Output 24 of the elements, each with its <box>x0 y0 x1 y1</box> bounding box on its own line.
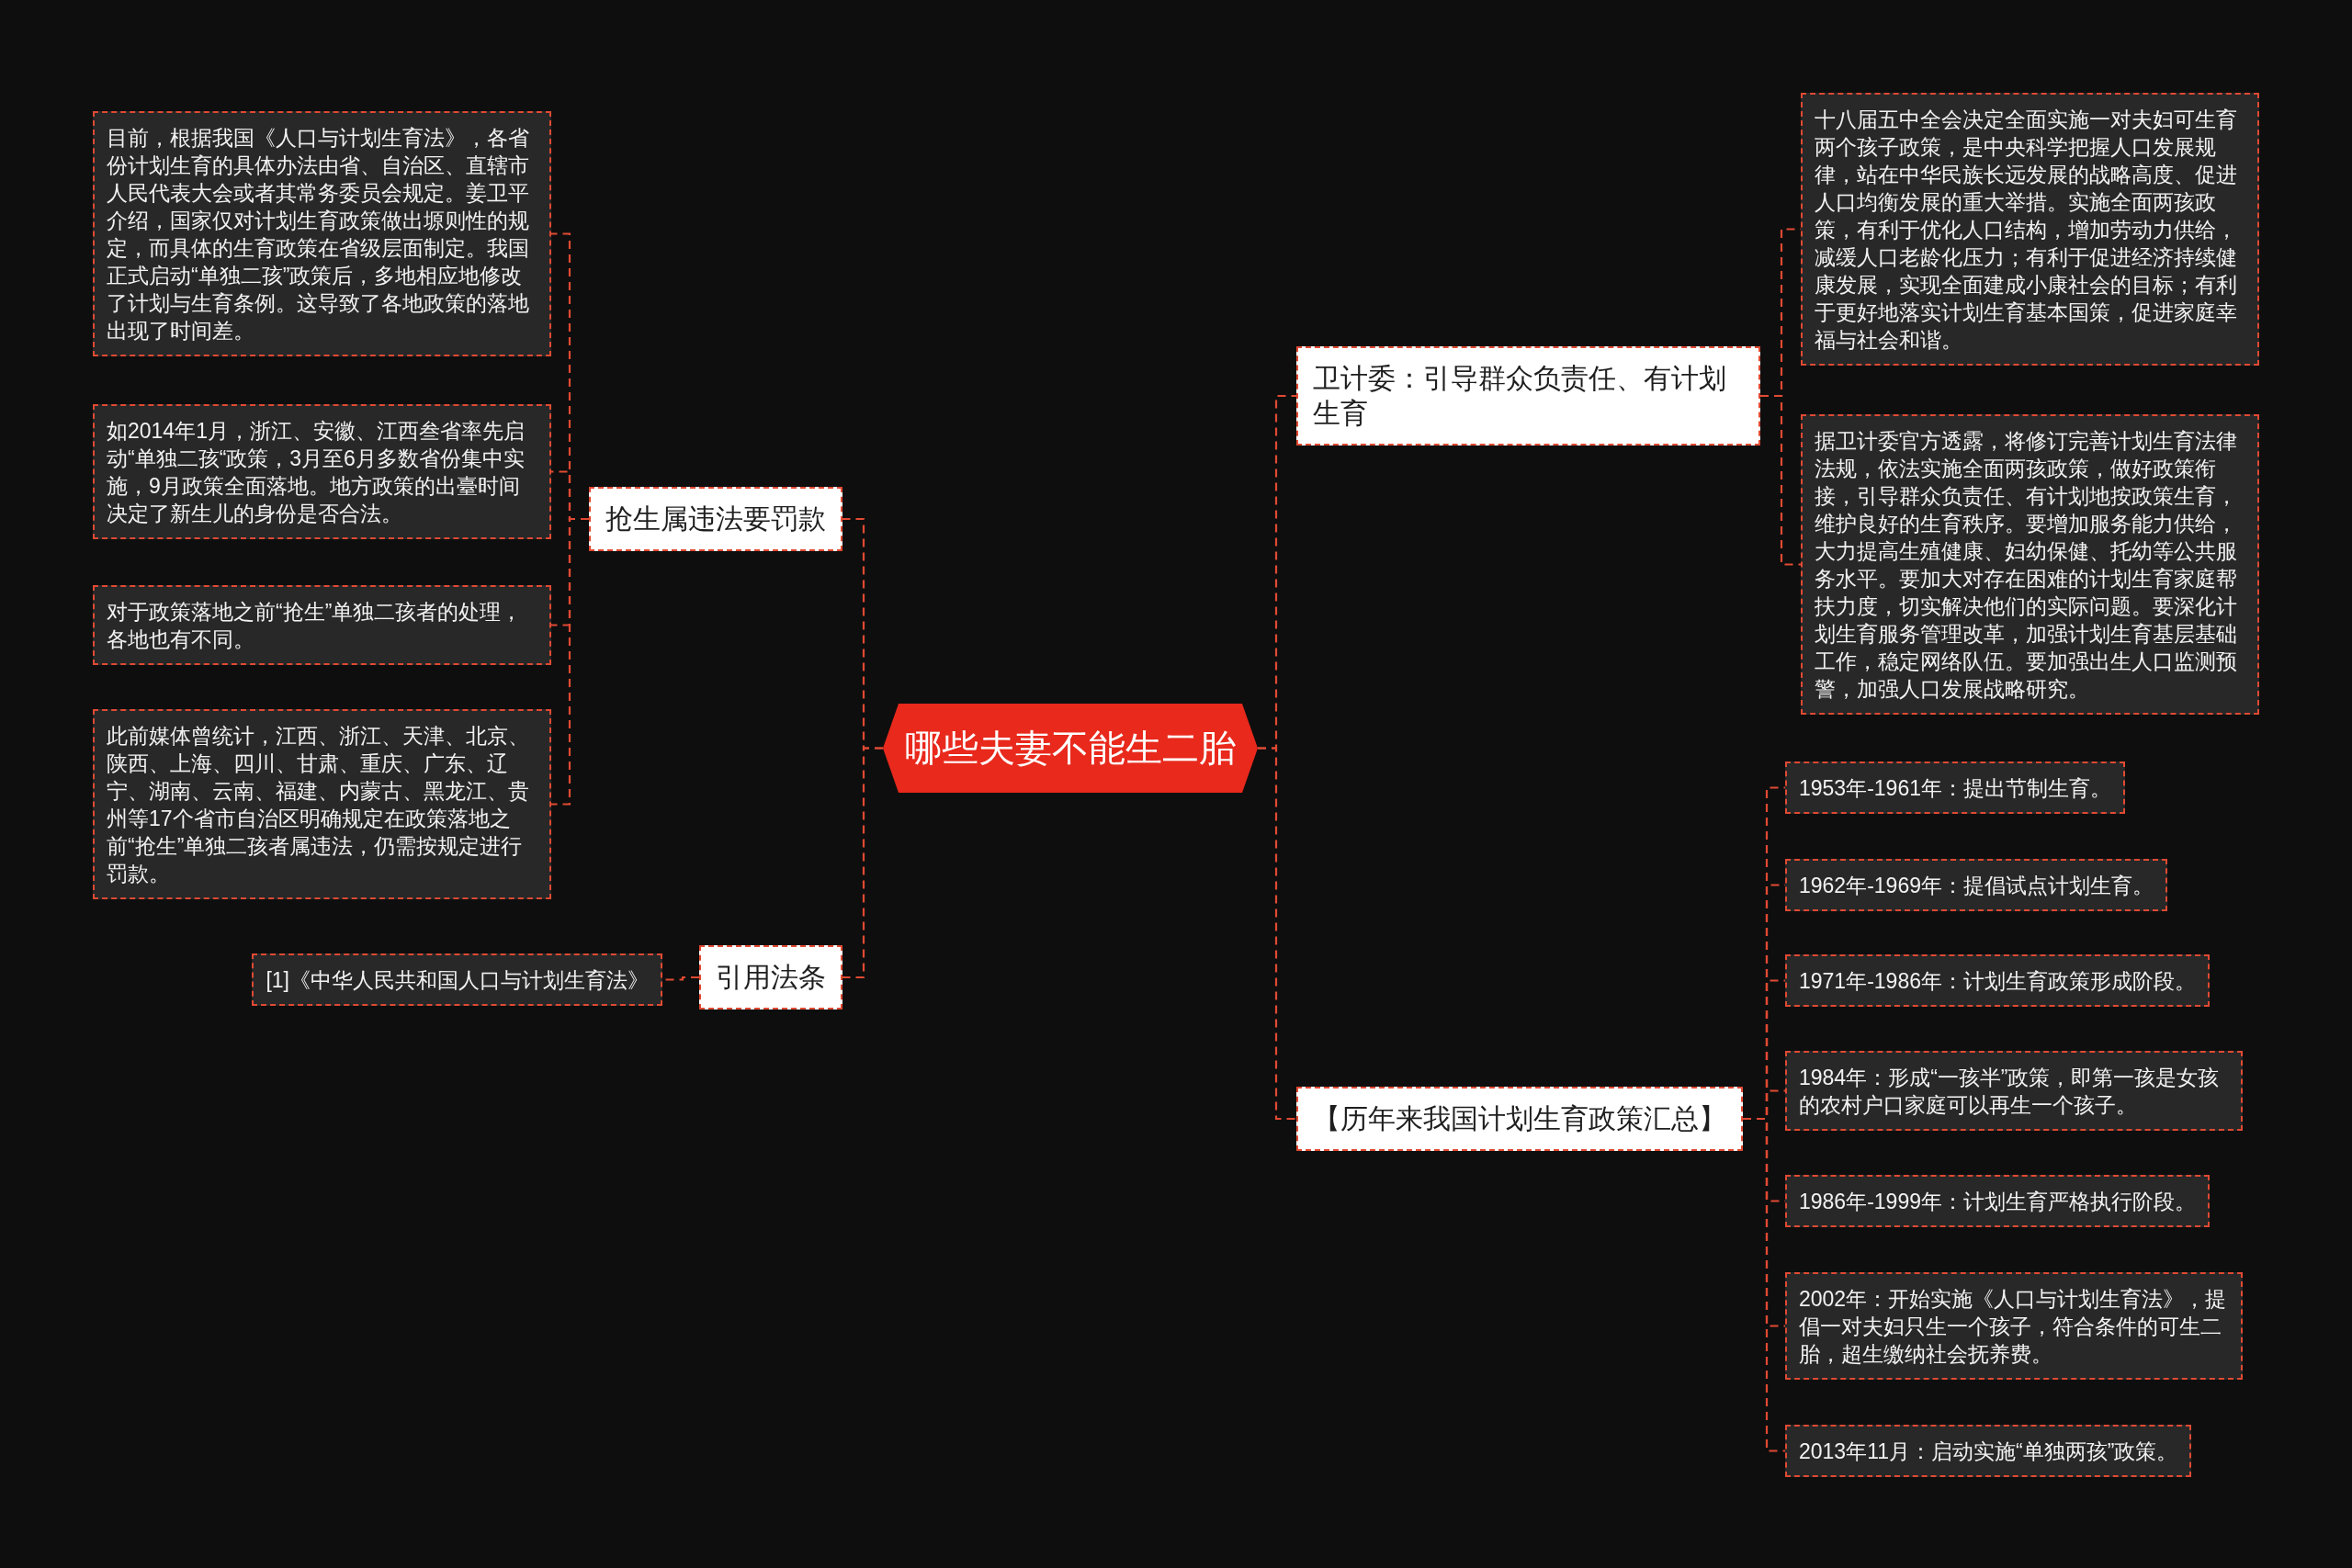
topic-box: 引用法条 <box>699 945 842 1010</box>
note-box: 此前媒体曾统计，江西、浙江、天津、北京、陕西、上海、四川、甘肃、重庆、广东、辽宁、湖南、云南、福建、内蒙古、黑龙江、贵州等17个省市自治区明确规定在政策落地之前“抢生”单独二孩者属违法，仍需按规定进行罚款。 <box>93 709 551 899</box>
note-box: 据卫计委官方透露，将修订完善计划生育法律法规，依法实施全面两孩政策，做好政策衔接，引导群众负责任、有计划地按政策生育，维护良好的生育秩序。要增加服务能力供给，大力提高生殖健康、妇幼保健、托幼等公共服务水平。要加大对存在困难的计划生育家庭帮扶力度，切实解决他们的实际问题。要深化计划生育服务管理改革，加强计划生育基层基础工作，稳定网络队伍。要加强出生人口监测预警，加强人口发展战略研究。 <box>1801 414 2259 715</box>
note-box: [1]《中华人民共和国人口与计划生育法》 <box>252 953 662 1006</box>
connector-line <box>1258 747 1296 1121</box>
note-box: 1971年-1986年：计划生育政策形成阶段。 <box>1785 954 2210 1007</box>
topic-box: 卫计委：引导群众负责任、有计划生育 <box>1296 346 1760 446</box>
note-box: 目前，根据我国《人口与计划生育法》，各省份计划生育的具体办法由省、自治区、直辖市人民代表大会或者其常务委员会规定。姜卫平介绍，国家仅对计划生育政策做出塬则性的规定，而具体的生育政策在省级层面制定。我国正式启动“单独二孩”政策后，多地相应地修改了计划与生育条例。这导致了各地政策的落地出现了时间差。 <box>93 111 551 356</box>
note-box: 十八届五中全会决定全面实施一对夫妇可生育两个孩子政策，是中央科学把握人口发展规律，站在中华民族长远发展的战略高度、促进人口均衡发展的重大举措。实施全面两孩政策，有利于优化人口结构，增加劳动力供给，减缓人口老龄化压力；有利于促进经济持续健康发展，实现全面建成小康社会的目标；有利于更好地落实计划生育基本国策，促进家庭幸福与社会和谐。 <box>1801 93 2259 366</box>
note-box: 如2014年1月，浙江、安徽、江西叁省率先启动“单独二孩“政策，3月至6月多数省份集中实施，9月政策全面落地。地方政策的出臺时间决定了新生儿的身份是否合法。 <box>93 404 551 539</box>
note-box: 2013年11月：启动实施“单独两孩”政策。 <box>1785 1425 2192 1477</box>
note-box: 1986年-1999年：计划生育严格执行阶段。 <box>1785 1175 2210 1227</box>
note-box: 对于政策落地之前“抢生”单独二孩者的处理，各地也有不同。 <box>93 585 551 665</box>
connector-line <box>1760 394 1801 566</box>
topic-box: 抢生属违法要罚款 <box>589 487 842 551</box>
note-box: 2002年：开始实施《人口与计划生育法》，提倡一对夫妇只生一个孩子，符合条件的可生二胎，超生缴纳社会抚养费。 <box>1785 1272 2243 1380</box>
topic-hexagon: 哪些夫妻不能生二胎 <box>883 704 1258 793</box>
note-box: 1962年-1969年：提倡试点计划生育。 <box>1785 859 2167 911</box>
connector-line <box>551 517 589 806</box>
connector-line <box>1743 1117 1785 1452</box>
connector-line <box>842 747 883 979</box>
note-box: 1953年-1961年：提出节制生育。 <box>1785 761 2125 814</box>
topic-box: 【历年来我国计划生育政策汇总】 <box>1296 1087 1743 1151</box>
note-box: 1984年：形成“一孩半”政策，即第一孩是女孩的农村户口家庭可以再生一个孩子。 <box>1785 1051 2243 1131</box>
